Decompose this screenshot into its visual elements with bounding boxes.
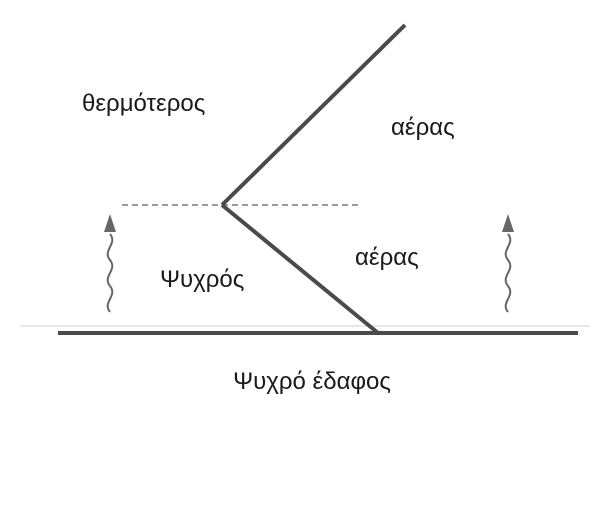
cold-ground-label: Ψυχρό έδαφος [180, 366, 444, 398]
warm-air-label-line2: αέρας [365, 102, 495, 162]
rising-air-arrow-right [502, 214, 514, 312]
rising-air-arrow-left [104, 214, 116, 312]
warm-air-label-line1: θερμότερος [80, 88, 270, 128]
cold-air-label-line1: Ψυχρός [128, 262, 268, 302]
cold-air-label-line2: αέρας [325, 228, 465, 286]
